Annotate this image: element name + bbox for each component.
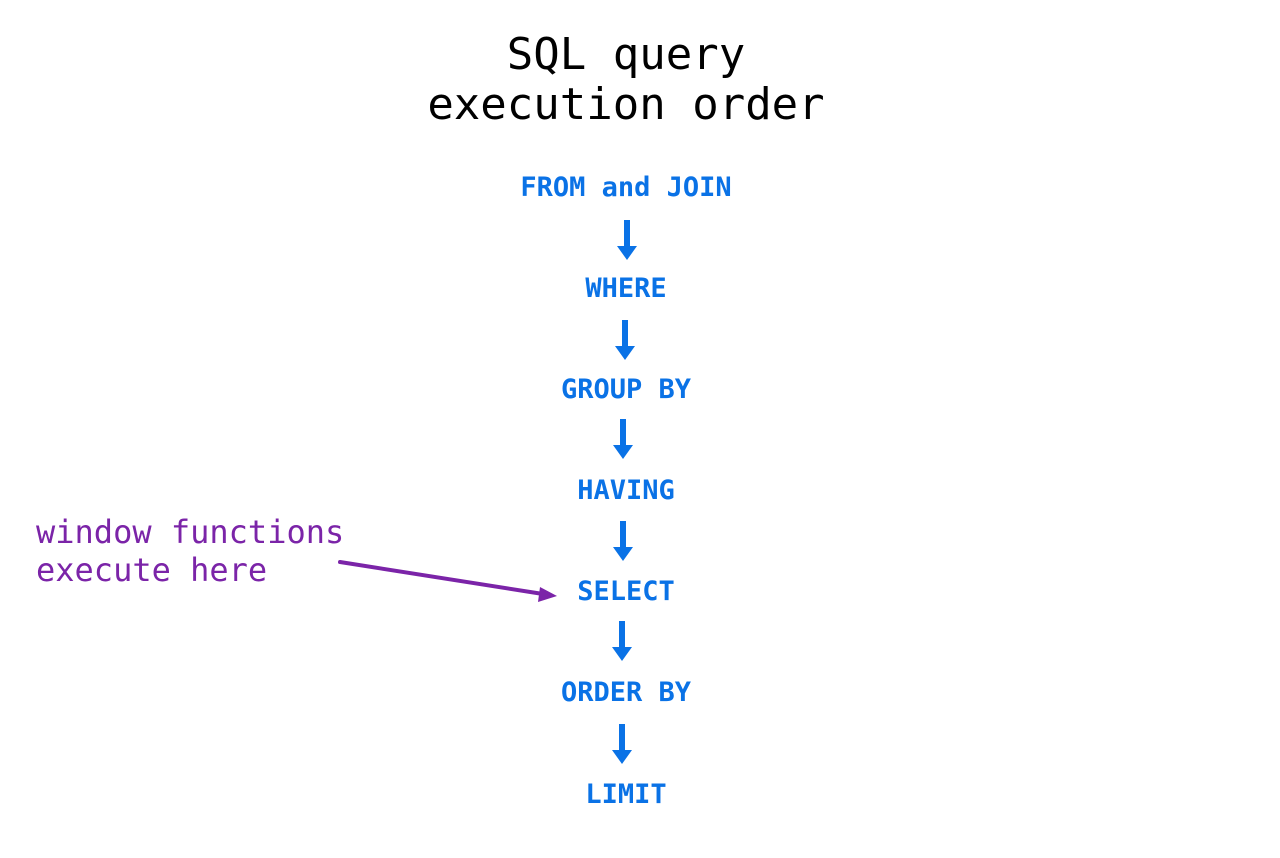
note-line-2: execute here (36, 551, 268, 589)
step-select: SELECT (577, 576, 675, 607)
step-from-join: FROM and JOIN (520, 172, 732, 203)
note-line-1: window functions (36, 513, 345, 551)
step-limit: LIMIT (585, 779, 667, 810)
down-arrow-icon (612, 621, 632, 661)
title-line-2: execution order (427, 79, 825, 130)
step-order-by: ORDER BY (560, 677, 692, 708)
down-arrow-icon (612, 724, 632, 764)
down-arrow-icon (613, 419, 633, 459)
down-arrow-icon (615, 320, 635, 360)
down-arrow-icon (613, 521, 633, 561)
down-arrow-icon (617, 220, 637, 260)
step-having: HAVING (577, 475, 675, 506)
step-group-by: GROUP BY (560, 374, 692, 405)
title-line-1: SQL query (506, 29, 746, 80)
diagram-title: SQL query execution order (0, 30, 1252, 130)
step-where: WHERE (585, 273, 667, 304)
window-functions-note: window functions execute here (36, 513, 344, 589)
